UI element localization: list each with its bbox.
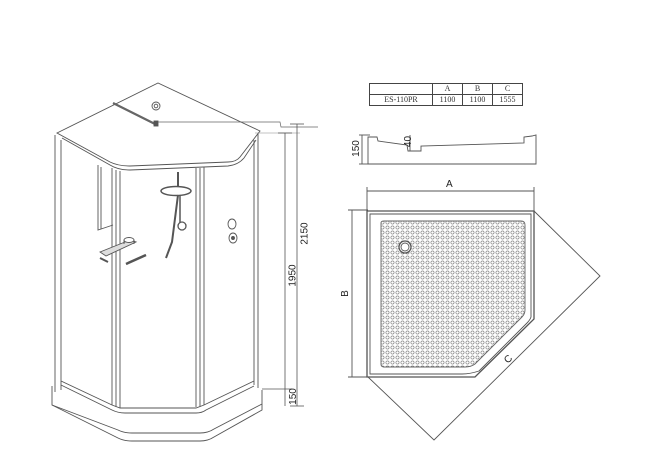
value-c: 1555 xyxy=(492,94,523,106)
model-name: ES-110PR xyxy=(369,94,433,106)
dim-cabin-height: 1950 xyxy=(287,264,299,287)
value-a: 1100 xyxy=(432,94,463,106)
spec-table: A B C ES-110PR 1100 1100 1555 xyxy=(369,83,523,106)
header-a: A xyxy=(432,83,463,95)
tray-profile-drawing xyxy=(359,134,537,165)
dim-tray-height: 150 xyxy=(287,388,299,405)
header-model xyxy=(369,83,433,95)
plan-label-a: A xyxy=(446,179,453,190)
header-c: C xyxy=(492,83,523,95)
value-b: 1100 xyxy=(462,94,493,106)
shower-cabin-drawing xyxy=(51,82,318,442)
dim-total-height: 2150 xyxy=(299,222,311,245)
profile-dim-height: 150 xyxy=(350,140,362,157)
tray-plan-drawing xyxy=(348,187,601,441)
spec-table-row: ES-110PR 1100 1100 1555 xyxy=(369,94,523,106)
spec-table-header: A B C xyxy=(369,83,523,95)
header-b: B xyxy=(462,83,493,95)
height-dimension-lines xyxy=(262,123,304,407)
plan-label-b: B xyxy=(339,290,351,297)
profile-dim-step: 40 xyxy=(403,135,415,148)
